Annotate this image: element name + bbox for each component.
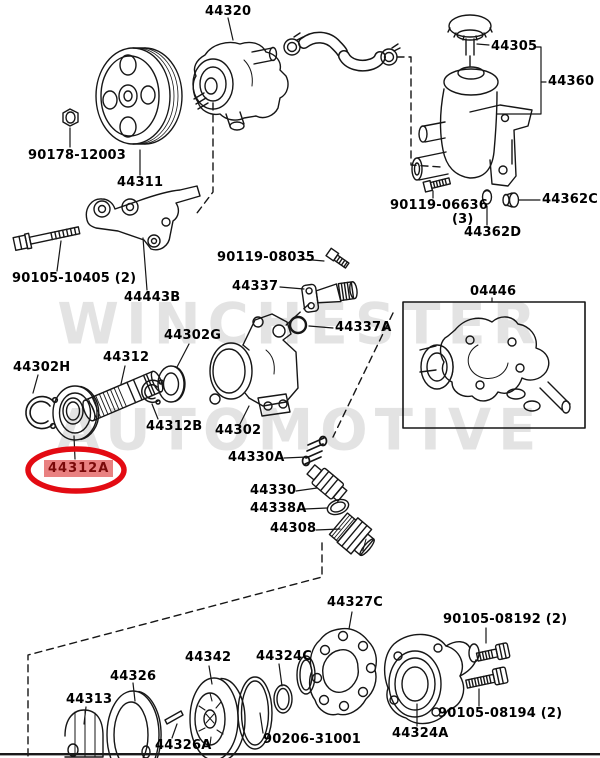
part-label-44302: 44302 xyxy=(215,423,262,438)
part-label-44360: 44360 xyxy=(548,74,595,89)
part-label-44362C: 44362C xyxy=(542,192,598,207)
hose-drawing xyxy=(298,31,386,72)
part-label-44326: 44326 xyxy=(110,669,157,684)
pressure-union-drawing xyxy=(328,512,375,557)
part-label-44320: 44320 xyxy=(205,4,252,19)
part-label-90206-31001: 90206-31001 xyxy=(263,732,362,747)
part-label-44326A: 44326A xyxy=(155,738,212,753)
part-label-44312: 44312 xyxy=(103,350,150,365)
gasket-kit-box xyxy=(402,301,586,429)
small-bolt-drawing xyxy=(422,177,452,193)
part-label-04446: 04446 xyxy=(470,284,517,299)
cover-bolt-b-drawing xyxy=(465,666,509,689)
reservoir-cap-drawing xyxy=(447,14,493,67)
part-label-44308: 44308 xyxy=(270,521,317,536)
part-label-44342: 44342 xyxy=(185,650,232,665)
assembly-dashed-lines xyxy=(27,56,442,758)
part-label-44312B: 44312B xyxy=(146,419,203,434)
union-bolt-drawing xyxy=(325,247,350,269)
cover-bolt-a-drawing xyxy=(475,642,511,662)
part-label-44311: 44311 xyxy=(117,175,164,190)
part-label-90178-12003: 90178-12003 xyxy=(28,148,127,163)
part-label-90105-10405: 90105-10405 (2) xyxy=(12,271,137,286)
part-label-44337: 44337 xyxy=(232,279,279,294)
pulley-drawing xyxy=(95,47,183,145)
union-drawing xyxy=(301,281,358,313)
part-label-90105-08194: 90105-08194 (2) xyxy=(438,706,563,721)
valve-oring-drawing xyxy=(326,498,350,516)
grommet-drawing xyxy=(481,189,493,205)
clip-drawing xyxy=(502,192,520,208)
part-label-90105-08192: 90105-08192 (2) xyxy=(443,612,568,627)
part-label-44338A: 44338A xyxy=(250,501,307,516)
bottom-border xyxy=(0,753,600,756)
large-oring-drawing xyxy=(237,676,273,750)
bearing-drawing xyxy=(52,385,100,441)
nut-drawing xyxy=(62,108,79,127)
part-label-44443B: 44443B xyxy=(124,290,181,305)
part-label-44337A: 44337A xyxy=(335,320,392,335)
part-label-44330: 44330 xyxy=(250,483,297,498)
union-oring-drawing xyxy=(288,315,308,335)
pump-body-drawing xyxy=(209,313,299,417)
cam-ring-drawing xyxy=(64,709,104,758)
plate-gasket-drawing xyxy=(308,627,377,716)
valve-drawing xyxy=(306,464,348,502)
leader-lines xyxy=(32,17,547,739)
part-label-44324C: 44324C xyxy=(256,649,312,664)
side-plate-drawing xyxy=(106,690,162,758)
part-label-44330A: 44330A xyxy=(228,450,285,465)
part-label-44313: 44313 xyxy=(66,692,113,707)
small-oring-drawing xyxy=(273,655,316,714)
highlighted-part-label-44312A: 44312A xyxy=(44,460,114,477)
pin-drawing xyxy=(164,710,184,725)
part-label-44324A: 44324A xyxy=(392,726,449,741)
valve-spring-drawing xyxy=(301,435,328,467)
part-label-44362D: 44362D xyxy=(464,225,522,240)
part-label-44305: 44305 xyxy=(491,39,538,54)
hose-clamp-icon xyxy=(283,32,401,66)
part-label-90119-06636-qty: (3) xyxy=(452,212,474,227)
reservoir-drawing xyxy=(411,66,533,187)
part-label-44302H: 44302H xyxy=(13,360,71,375)
part-label-90119-08035: 90119-08035 xyxy=(217,250,316,265)
long-bolt-drawing xyxy=(12,226,81,252)
bracket-drawing xyxy=(85,185,201,251)
pump-assembly-drawing xyxy=(192,41,289,131)
part-label-44302G: 44302G xyxy=(164,328,222,343)
part-label-44327C: 44327C xyxy=(327,595,383,610)
highlight-ellipse xyxy=(25,446,127,494)
part-label-90119-06636: 90119-06636 xyxy=(390,198,489,213)
oil-seal-drawing xyxy=(157,365,186,403)
